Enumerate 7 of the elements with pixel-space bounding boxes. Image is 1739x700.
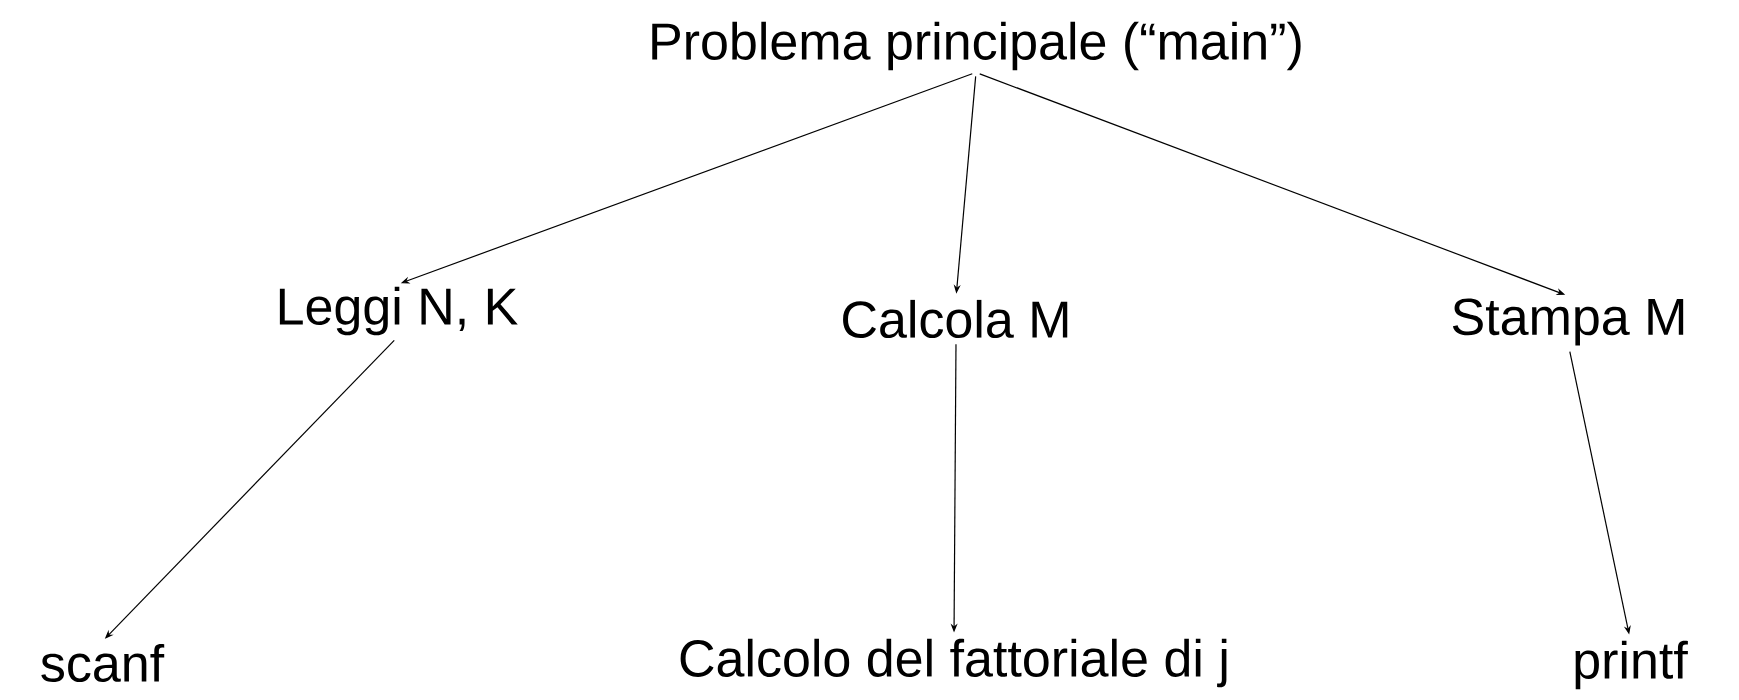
- node-label: Leggi N, K: [279, 286, 518, 336]
- node-label: Problema principale (“main”): [652, 21, 1301, 71]
- node-label: scanf: [41, 643, 165, 683]
- node-label: printf: [1575, 640, 1688, 690]
- node-label: Calcolo del fattoriale di j: [680, 638, 1227, 688]
- node-label: Stampa M: [1452, 298, 1684, 346]
- node-label: Calcola M: [843, 299, 1068, 339]
